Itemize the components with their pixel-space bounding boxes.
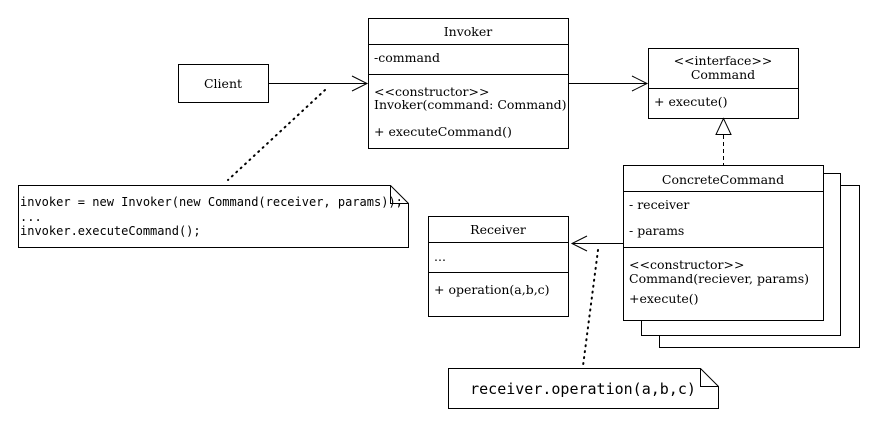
client-note: invoker = new Invoker(new Command(receiv… xyxy=(18,185,409,248)
client-invoker-association xyxy=(268,75,369,92)
concrete-command-class: ConcreteCommand - receiver - params <<co… xyxy=(623,165,860,348)
receiver-name: Receiver xyxy=(470,222,526,237)
client-name: Client xyxy=(204,76,242,91)
invoker-class: Invoker -command <<constructor>> Invoker… xyxy=(368,18,569,149)
invoker-name: Invoker xyxy=(444,24,493,39)
invoker-command-association xyxy=(568,75,649,92)
command-name: Command xyxy=(691,67,755,82)
client-note-anchor xyxy=(227,89,326,181)
receiver-operation: + operation(a,b,c) xyxy=(434,282,550,297)
concrete-command-operation: +execute() xyxy=(629,291,699,306)
command-operation: + execute() xyxy=(654,94,728,109)
concrete-command-name: ConcreteCommand xyxy=(662,172,784,187)
command-interface: <<interface>> Command + execute() xyxy=(648,48,799,119)
concrete-command-realization xyxy=(715,117,732,165)
command-stereotype: <<interface>> xyxy=(674,53,773,68)
concrete-command-attribute: - params xyxy=(629,223,684,238)
receiver-attribute: ... xyxy=(434,249,446,264)
concrete-command-operation: Command(reciever, params) xyxy=(629,271,809,286)
invoker-operation: + executeCommand() xyxy=(374,124,512,139)
invoker-operation: <<constructor>> xyxy=(374,84,489,99)
client-note-line: invoker = new Invoker(new Command(receiv… xyxy=(20,195,403,209)
invoker-operation: Invoker(command: Command) xyxy=(374,97,567,112)
receiver-note-anchor xyxy=(582,249,599,367)
concrete-command-receiver-association xyxy=(570,235,623,252)
client-note-line: ... xyxy=(20,210,42,224)
client-class: Client xyxy=(178,64,269,103)
concrete-command-operation: <<constructor>> xyxy=(629,257,744,272)
receiver-class: Receiver ... + operation(a,b,c) xyxy=(428,216,569,317)
receiver-note-text: receiver.operation(a,b,c) xyxy=(470,380,696,398)
receiver-note: receiver.operation(a,b,c) xyxy=(448,368,719,409)
client-note-line: invoker.executeCommand(); xyxy=(20,224,201,238)
concrete-command-attribute: - receiver xyxy=(629,197,689,212)
invoker-attribute: -command xyxy=(374,50,440,65)
